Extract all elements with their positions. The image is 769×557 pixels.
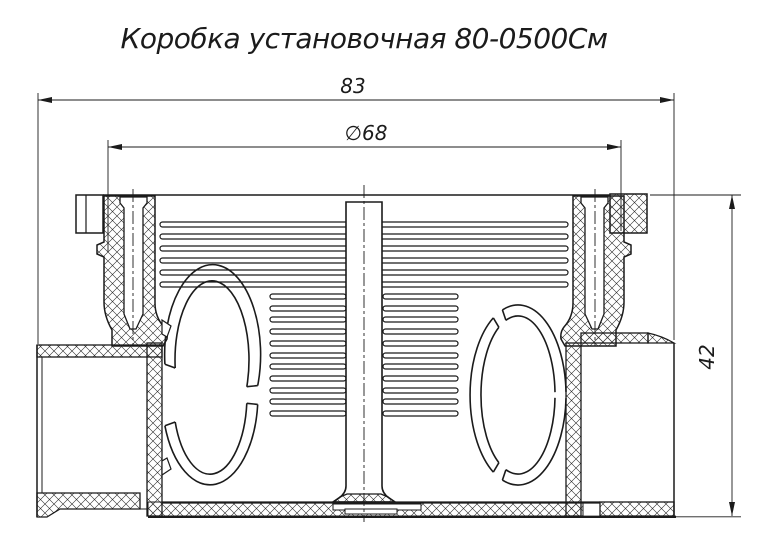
rib xyxy=(269,375,347,382)
rib xyxy=(382,363,459,370)
side-wall-left xyxy=(146,342,163,517)
flange-block-right xyxy=(609,193,648,234)
rib xyxy=(269,340,347,347)
knockout-ring-right xyxy=(469,304,567,486)
latch-tab-lower xyxy=(161,457,172,477)
long-ribs xyxy=(159,221,569,288)
screw-hole-left xyxy=(119,196,148,330)
arrowhead-right-68 xyxy=(607,144,621,150)
side-wall-right xyxy=(565,342,582,517)
section-view xyxy=(36,185,677,522)
rib xyxy=(382,328,459,335)
arrowhead-left-83 xyxy=(38,97,52,103)
rib xyxy=(269,316,347,323)
arrowhead-top-42 xyxy=(729,195,735,209)
rib xyxy=(269,328,347,335)
rib xyxy=(382,352,459,359)
cable-entry-right xyxy=(580,332,677,517)
rib xyxy=(269,410,347,417)
rib xyxy=(269,352,347,359)
dim-label-height: 42 xyxy=(695,344,719,369)
rib xyxy=(269,398,347,405)
rib xyxy=(382,293,459,300)
dim-height xyxy=(650,194,741,518)
rib xyxy=(382,375,459,382)
arrowhead-bottom-42 xyxy=(729,502,735,516)
rib xyxy=(382,387,459,394)
rib xyxy=(269,293,347,300)
dim-label-overall-width: 83 xyxy=(340,74,365,98)
rib xyxy=(382,305,459,312)
screw-hole-right xyxy=(580,196,609,330)
rib xyxy=(269,363,347,370)
dim-label-diameter: ∅68 xyxy=(345,121,388,145)
latch-tab-upper xyxy=(161,318,172,338)
cable-entry-left xyxy=(36,344,163,518)
rib xyxy=(382,410,459,417)
drawing-title: Коробка установочная 80-0500См xyxy=(120,22,607,55)
flange-tab-left xyxy=(75,194,104,234)
arrowhead-right-83 xyxy=(660,97,674,103)
rib xyxy=(269,305,347,312)
dim-overall-width xyxy=(37,93,675,344)
rib xyxy=(269,387,347,394)
pedestal-step-2 xyxy=(344,508,398,515)
rib xyxy=(382,398,459,405)
rib xyxy=(382,316,459,323)
arrowhead-left-68 xyxy=(108,144,122,150)
centerlines xyxy=(132,185,596,522)
knockout-ring-left xyxy=(163,263,262,486)
short-ribs xyxy=(269,293,459,417)
rib xyxy=(382,340,459,347)
